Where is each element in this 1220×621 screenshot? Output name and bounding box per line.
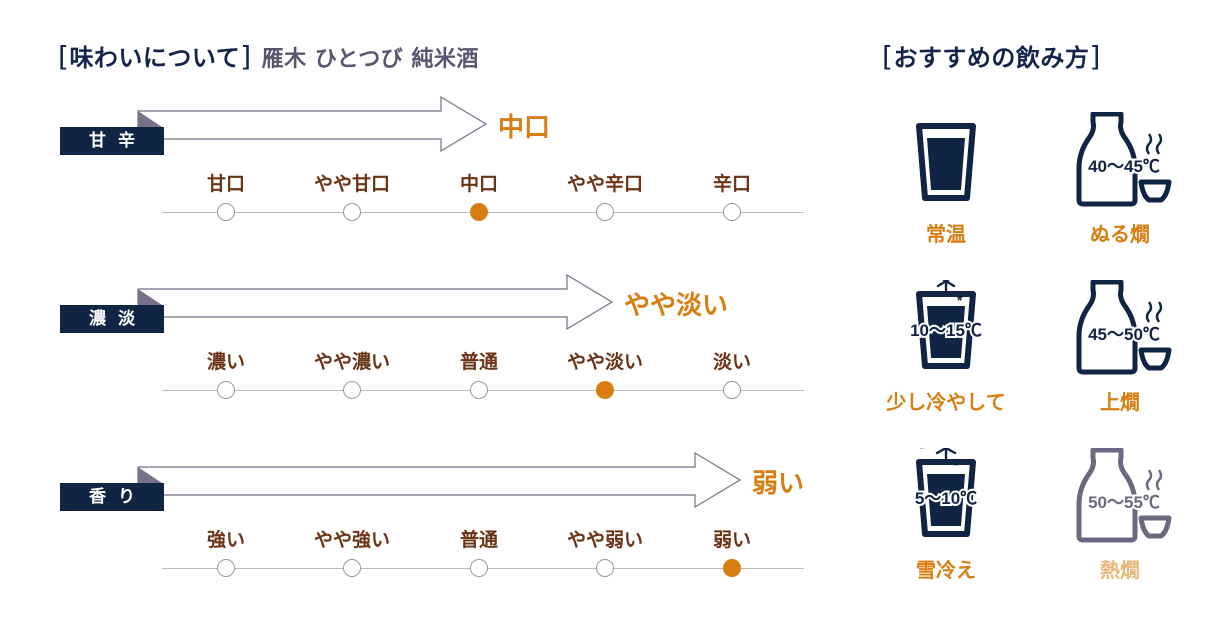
scale-dot — [596, 203, 614, 221]
scale-label: 強い — [206, 529, 246, 551]
category-tag: 香り — [60, 483, 164, 511]
svg-text:*: * — [957, 292, 963, 308]
scale-dot-selected — [723, 559, 741, 577]
snowflake-icon — [936, 280, 956, 292]
svg-text:50〜55℃: 50〜55℃ — [1088, 493, 1160, 512]
svg-text:45〜50℃: 45〜50℃ — [1088, 325, 1160, 344]
direction-arrow — [137, 95, 488, 153]
scale-dot — [343, 203, 361, 221]
category-tag: 濃淡 — [60, 305, 164, 333]
arrow-shape — [137, 273, 614, 331]
scale-label: やや甘口 — [313, 173, 391, 195]
serving-label: 熱燗 — [1100, 558, 1140, 582]
glass-snow-icon: * * *5〜10℃5〜10℃ — [871, 448, 1021, 544]
svg-text:40〜45℃: 40〜45℃ — [1088, 157, 1160, 176]
scale-label: 甘口 — [206, 173, 246, 195]
svg-text:40〜45℃: 40〜45℃ — [1088, 157, 1160, 176]
serving-section-title: [おすすめの飲み方] — [882, 38, 1101, 73]
scale-dot — [217, 381, 235, 399]
svg-text:*: * — [961, 448, 967, 451]
scale-label: やや辛口 — [566, 173, 644, 195]
scale-label: やや淡い — [566, 351, 644, 373]
direction-arrow — [137, 451, 742, 509]
bracket-open: [ — [882, 40, 894, 73]
scale-dot — [596, 559, 614, 577]
bracket-open: [ — [58, 40, 70, 73]
scale-label: やや弱い — [566, 529, 644, 551]
svg-text:*: * — [953, 457, 959, 473]
scale-dot — [343, 381, 361, 399]
taste-title-text: 味わいについて — [69, 44, 241, 72]
category-tag: 甘辛 — [60, 127, 164, 155]
scale-dot-selected — [596, 381, 614, 399]
result-label: やや淡い — [624, 291, 729, 321]
serving-label: 常温 — [926, 222, 966, 246]
tag-fold — [138, 289, 162, 305]
scale-dot — [343, 559, 361, 577]
result-label: 弱い — [752, 469, 805, 499]
result-label: 中口 — [498, 113, 551, 143]
serving-label: 上燗 — [1100, 390, 1140, 414]
scale-label: 中口 — [459, 173, 499, 195]
glass-icon — [871, 112, 1021, 208]
bracket-close: ] — [240, 40, 252, 73]
snowflake-icon — [935, 448, 957, 460]
scale-dot — [217, 559, 235, 577]
scale-dot — [723, 381, 741, 399]
scale-dot — [723, 203, 741, 221]
scale-label: やや強い — [313, 529, 391, 551]
arrow-shape — [137, 451, 742, 509]
tag-fold — [138, 467, 162, 483]
scale-dot — [470, 559, 488, 577]
arrow-shape — [137, 95, 488, 153]
scale-label: 濃い — [206, 351, 246, 373]
scale-dot — [217, 203, 235, 221]
scale-label: 普通 — [459, 529, 499, 551]
serving-option: 常温 — [871, 112, 1021, 247]
serving-label: ぬる燗 — [1090, 222, 1150, 246]
svg-text:10〜15℃: 10〜15℃ — [910, 321, 982, 340]
scale-label: 弱い — [712, 529, 752, 551]
scale-label: 淡い — [712, 351, 752, 373]
scale-dot-selected — [470, 203, 488, 221]
scale-label: 普通 — [459, 351, 499, 373]
serving-label: 少し冷やして — [886, 390, 1006, 414]
scale-dot — [470, 381, 488, 399]
product-name: 雁木 ひとつび 純米酒 — [261, 47, 479, 72]
serving-label: 雪冷え — [916, 558, 976, 582]
taste-section-title: [味わいについて] 雁木 ひとつび 純米酒 — [58, 38, 479, 73]
direction-arrow — [137, 273, 614, 331]
tag-fold — [138, 111, 162, 127]
scale-label: やや濃い — [313, 351, 391, 373]
svg-text:5〜10℃: 5〜10℃ — [915, 489, 977, 508]
bracket-close: ] — [1089, 40, 1101, 73]
svg-text:45〜50℃: 45〜50℃ — [1088, 325, 1160, 344]
svg-text:10〜15℃: 10〜15℃ — [910, 321, 982, 340]
svg-text:5〜10℃: 5〜10℃ — [915, 489, 977, 508]
scale-label: 辛口 — [712, 173, 752, 195]
serving-title-text: おすすめの飲み方 — [893, 44, 1090, 72]
svg-text:*: * — [919, 448, 925, 456]
svg-text:50〜55℃: 50〜55℃ — [1088, 493, 1160, 512]
